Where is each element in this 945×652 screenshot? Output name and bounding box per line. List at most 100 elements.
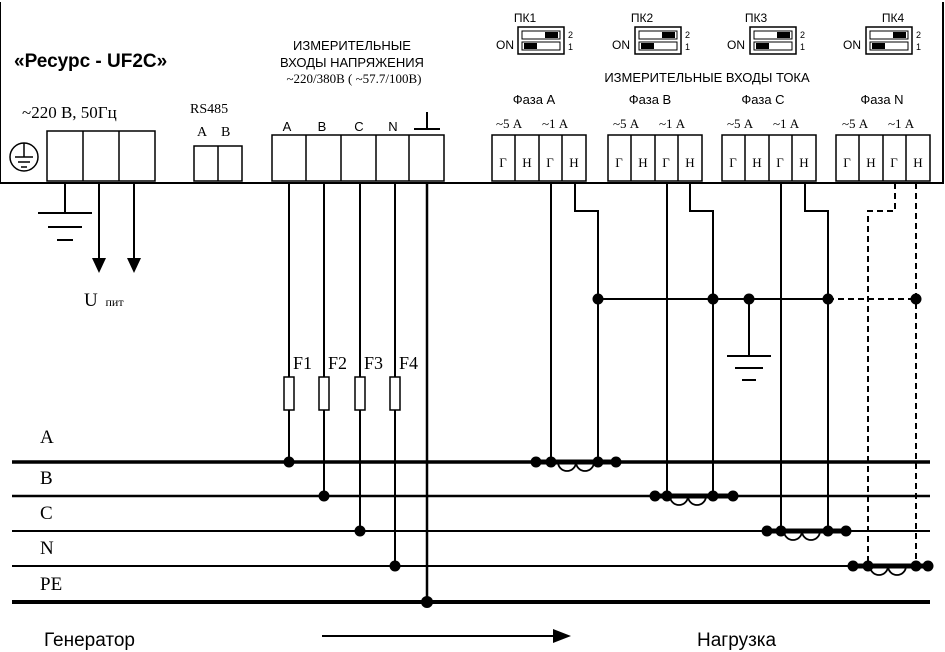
supply-arrow-2-icon: [127, 183, 141, 273]
device-title: «Ресурс - UF2C»: [14, 51, 167, 72]
phase-n-5-g: Г: [843, 155, 851, 170]
phase-a-range-5: ~5 А: [496, 116, 523, 131]
flow-arrow-icon: [322, 629, 571, 643]
phase-n-5-n: Н: [866, 155, 875, 170]
voltage-terminal-b-label: B: [318, 119, 327, 134]
fuse-f3: F3: [354, 353, 383, 411]
voltage-wires: [288, 183, 429, 602]
phase-c-label: Фаза С: [741, 92, 784, 107]
pk3-on-label: ON: [727, 38, 745, 52]
bus-b-label: B: [40, 468, 53, 489]
pk2-pos-2: 2: [685, 30, 690, 40]
bus-n-label: N: [40, 538, 54, 559]
bus-lines: [12, 460, 930, 604]
pk1-label: ПК1: [514, 11, 537, 25]
pk4-on-label: ON: [843, 38, 861, 52]
pk4-pos-1: 1: [916, 42, 921, 52]
fuse-f3-label: F3: [364, 353, 383, 373]
fuse-f1-label: F1: [293, 353, 312, 373]
pk2-on-label: ON: [612, 38, 630, 52]
phase-c-5-g: Г: [729, 155, 737, 170]
phase-n-terminal-block: [835, 134, 931, 182]
voltage-terminal-n-label: N: [388, 119, 397, 134]
phase-b-label: Фаза В: [629, 92, 671, 107]
pk2-label: ПК2: [631, 11, 654, 25]
fuse-f1: F1: [283, 353, 312, 411]
power-label: ~220 В, 50Гц: [22, 103, 117, 122]
phase-a-1-g: Г: [546, 155, 554, 170]
dip-switch-pk2: ПК2 ON 2 1: [612, 11, 690, 55]
supply-label: U пит: [84, 290, 124, 311]
protective-earth-icon: [9, 142, 39, 172]
phase-a-range-1: ~1 А: [542, 116, 569, 131]
bus-a-label: A: [40, 427, 54, 448]
phase-b-range-5: ~5 А: [613, 116, 640, 131]
fuse-f4-label: F4: [399, 353, 418, 373]
pk1-on-label: ON: [496, 38, 514, 52]
rs485-b-label: B: [221, 125, 230, 140]
phase-a-1-n: Н: [569, 155, 578, 170]
phase-c-5-n: Н: [752, 155, 761, 170]
voltage-junction-dots: [283, 456, 433, 608]
phase-b-range-1: ~1 А: [659, 116, 686, 131]
pk3-pos-1: 1: [800, 42, 805, 52]
current-ground-icon: [727, 355, 771, 381]
phase-c-terminal-block: [721, 134, 817, 182]
power-earth-ground-icon: [38, 183, 92, 241]
pk4-pos-2: 2: [916, 30, 921, 40]
generator-label: Генератор: [44, 630, 135, 651]
phase-a-5-g: Г: [499, 155, 507, 170]
current-neutral-dashed-wires: [828, 183, 917, 566]
bus-pe-label: PE: [40, 574, 62, 595]
load-label: Нагрузка: [697, 630, 777, 651]
supply-label-sub: пит: [105, 295, 124, 309]
fuse-f4: F4: [389, 353, 418, 411]
dip-switch-pk4: ПК4 ON 2 1: [843, 11, 921, 55]
rs485-label: RS485: [190, 102, 228, 117]
pk1-pos-1: 1: [568, 42, 573, 52]
phase-n-label: Фаза N: [860, 92, 903, 107]
power-terminal-block: [46, 130, 156, 182]
current-wires: [550, 183, 829, 531]
dip-switch-pk3: ПК3 ON 2 1: [727, 11, 805, 55]
phase-n-range-1: ~1 А: [888, 116, 915, 131]
voltage-terminal-block: [271, 134, 445, 182]
phase-a-5-n: Н: [522, 155, 531, 170]
rs485-terminal-block: [193, 145, 243, 182]
phase-n-range-5: ~5 А: [842, 116, 869, 131]
device-housing: [0, 2, 944, 184]
phase-c-range-1: ~1 А: [773, 116, 800, 131]
phase-c-range-5: ~5 А: [727, 116, 754, 131]
fuse-f2-label: F2: [328, 353, 347, 373]
pk2-pos-1: 1: [685, 42, 690, 52]
current-junction-dots: [530, 293, 934, 572]
phase-c-1-n: Н: [799, 155, 808, 170]
fuse-f2: F2: [318, 353, 347, 411]
voltage-inputs-title-3: ~220/380В ( ~57.7/100В): [286, 71, 421, 86]
voltage-terminal-a-label: A: [283, 119, 292, 134]
current-inputs-title: ИЗМЕРИТЕЛЬНЫЕ ВХОДЫ ТОКА: [604, 70, 810, 85]
phase-b-5-n: Н: [638, 155, 647, 170]
voltage-inputs-title-2: ВХОДЫ НАПРЯЖЕНИЯ: [280, 55, 424, 70]
phase-b-1-g: Г: [662, 155, 670, 170]
phase-b-5-g: Г: [615, 155, 623, 170]
pk1-pos-2: 2: [568, 30, 573, 40]
pk3-pos-2: 2: [800, 30, 805, 40]
phase-n-1-n: Н: [913, 155, 922, 170]
supply-arrow-1-icon: [92, 183, 106, 273]
phase-a-label: Фаза А: [513, 92, 556, 107]
pk3-label: ПК3: [745, 11, 768, 25]
phase-b-terminal-block: [607, 134, 703, 182]
bus-c-label: C: [40, 503, 53, 524]
supply-label-main: U: [84, 290, 98, 311]
phase-c-1-g: Г: [776, 155, 784, 170]
phase-n-1-g: Г: [890, 155, 898, 170]
voltage-inputs-title-1: ИЗМЕРИТЕЛЬНЫЕ: [293, 38, 411, 53]
pk4-label: ПК4: [882, 11, 905, 25]
dip-switch-pk1: ПК1 ON 2 1: [496, 11, 573, 55]
phase-a-terminal-block: [491, 134, 587, 182]
voltage-terminal-c-label: C: [354, 119, 363, 134]
phase-b-1-n: Н: [685, 155, 694, 170]
rs485-a-label: A: [197, 125, 208, 140]
